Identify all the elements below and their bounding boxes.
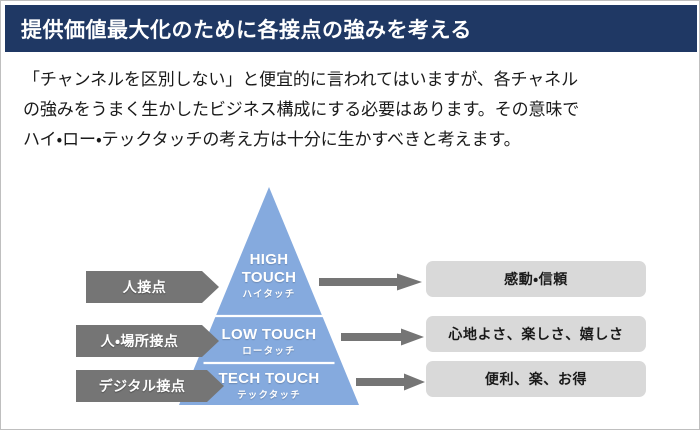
touchpoint-tag-human-place-label: 人・場所接点 xyxy=(100,333,179,349)
value-pill-comfort-fun-joy[interactable]: 心地よさ、楽しさ、嬉しさ xyxy=(426,316,646,352)
touchpoint-tag-digital-label: デジタル接点 xyxy=(98,378,186,394)
body-line-2: の強みをうまく生かしたビジネス構成にする必要はあります。その意味で xyxy=(23,100,580,119)
value-pill-convenience-ease-value[interactable]: 便利、楽、お得 xyxy=(426,361,646,397)
pyramid-tier-tech-touch-ja: テックタッチ xyxy=(237,390,301,401)
pyramid-tier-tech-touch: TECH TOUCH テックタッチ xyxy=(189,370,349,403)
pyramid-tier-high-touch: HIGH TOUCH ハイタッチ xyxy=(204,251,334,302)
pyramid-tier-tech-touch-en: TECH TOUCH xyxy=(218,370,320,387)
pyramid-tier-low-touch-en: LOW TOUCH xyxy=(221,326,317,343)
value-pill-comfort-fun-joy-label: 心地よさ、楽しさ、嬉しさ xyxy=(448,326,624,342)
touchpoint-tag-human[interactable]: 人接点 xyxy=(86,271,219,303)
body-paragraph: 「チャンネルを区別しない」と便宜的に言われてはいますが、各チャネル の強みをうま… xyxy=(23,65,675,155)
touchpoint-tag-human-place[interactable]: 人・場所接点 xyxy=(76,325,219,357)
pyramid-tier-low-touch-ja: ロータッチ xyxy=(242,346,296,357)
pyramid-triangle xyxy=(179,187,359,405)
pyramid-tier-high-touch-en-line1: HIGH xyxy=(249,251,289,268)
value-pill-emotion-trust[interactable]: 感動・信頼 xyxy=(426,261,646,297)
touchpoint-tag-human-label: 人接点 xyxy=(122,279,167,295)
arrow-low-to-value-icon xyxy=(341,328,424,346)
body-line-3: ハイ・ロー・テックタッチの考え方は十分に生かすべきと考えます。 xyxy=(23,130,521,149)
pyramid-tier-low-touch: LOW TOUCH ロータッチ xyxy=(194,326,344,359)
arrow-high-to-value-icon xyxy=(319,273,422,291)
pyramid-tier-high-touch-ja: ハイタッチ xyxy=(242,289,296,300)
touchpoint-tag-digital[interactable]: デジタル接点 xyxy=(76,370,224,402)
page-title: 提供価値最大化のために各接点の強みを考える xyxy=(21,18,472,42)
value-pill-convenience-ease-value-label: 便利、楽、お得 xyxy=(484,371,588,387)
slide-title-bar: 提供価値最大化のために各接点の強みを考える xyxy=(5,5,697,52)
value-pill-emotion-trust-label: 感動・信頼 xyxy=(504,271,568,287)
body-line-1: 「チャンネルを区別しない」と便宜的に言われてはいますが、各チャネル xyxy=(23,70,578,89)
pyramid-shape xyxy=(179,187,359,405)
arrow-tech-to-value-icon xyxy=(356,373,425,391)
pyramid-tier-high-touch-en-line2: TOUCH xyxy=(241,269,297,286)
